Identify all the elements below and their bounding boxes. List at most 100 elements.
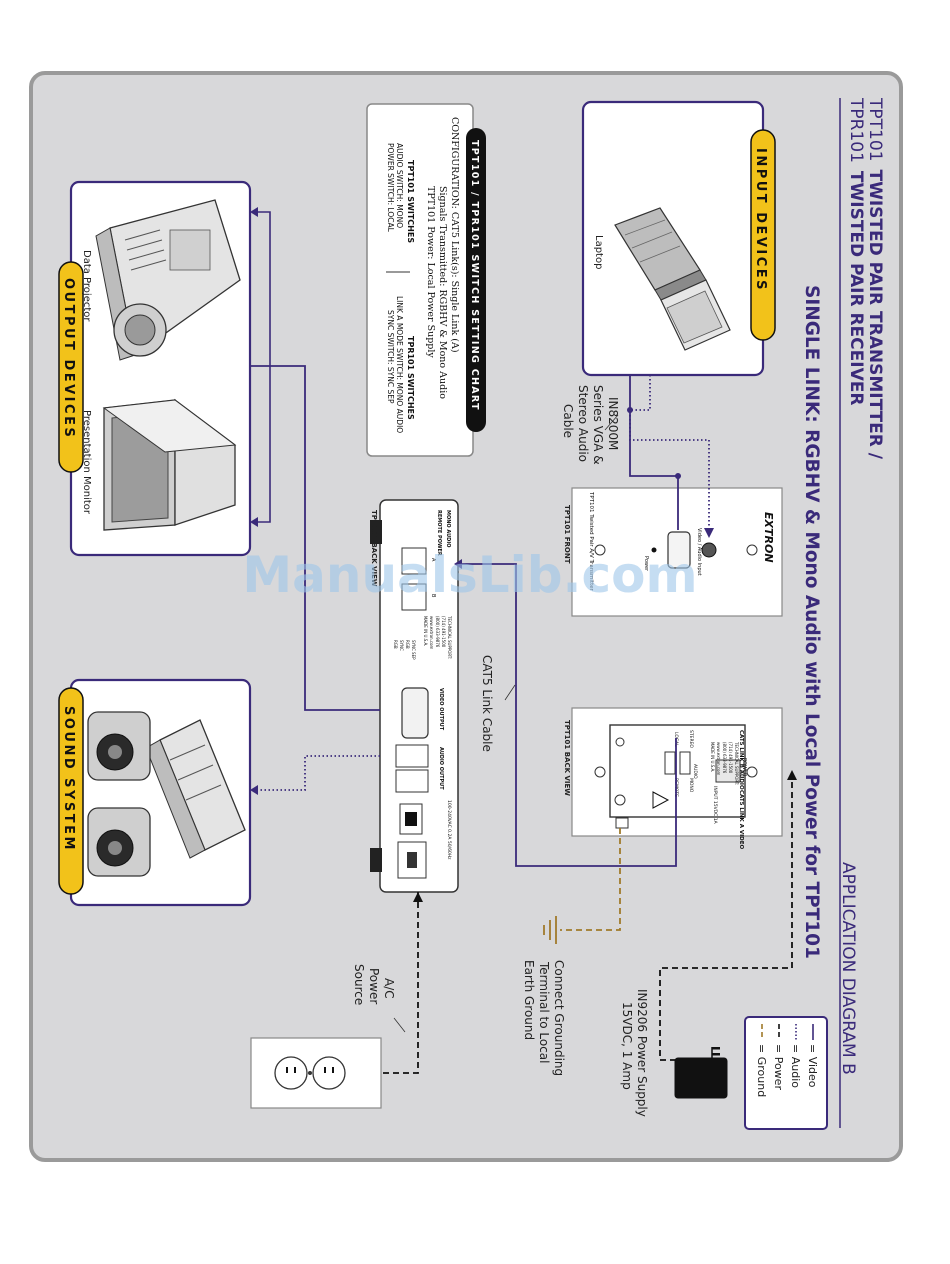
power-supply-cable bbox=[659, 772, 793, 1061]
power-supply-line-2: 15VDC, 1 Amp bbox=[620, 1002, 634, 1090]
tpt101-back-stereo: STEREO bbox=[688, 730, 694, 748]
svg-text:www.extron.com: www.extron.com bbox=[429, 616, 434, 650]
speaker-left-icon bbox=[87, 711, 151, 781]
callout-leader bbox=[393, 1017, 406, 1033]
plate-screw-icon bbox=[594, 766, 606, 778]
tpt101-back-view-label: TPT101 BACK VIEW bbox=[563, 720, 571, 796]
legend-ground-label: = Ground bbox=[755, 1044, 768, 1097]
output-devices-badge bbox=[58, 261, 84, 473]
audio-switch bbox=[679, 751, 691, 775]
chart-tpr-line-2: SYNC SWITCH: SYNC SEP bbox=[386, 310, 395, 404]
callout-leader bbox=[604, 414, 619, 431]
arrow-icon bbox=[250, 785, 258, 795]
presentation-monitor-label: Presentation Monitor bbox=[81, 410, 92, 515]
tpr101-mono-audio: MONO AUDIO bbox=[445, 510, 451, 547]
power-connector bbox=[715, 759, 741, 783]
ac-power-cable bbox=[382, 892, 419, 1074]
watermark: ManualsLib.com bbox=[242, 546, 697, 604]
sound-system-label: SOUND SYSTEM bbox=[61, 706, 76, 852]
wall-outlet-icon bbox=[250, 1037, 382, 1109]
power-switch bbox=[664, 751, 676, 775]
cat5-label: CAT5 Link Cable bbox=[480, 655, 494, 752]
chart-config-line-1: CONFIGURATION: CAT5 Link(s): Single Link… bbox=[449, 117, 460, 353]
ac-source-line-1: A/C bbox=[382, 978, 396, 999]
grounding-line-1: Connect Grounding bbox=[552, 960, 566, 1076]
tpt101-front-power-label: Power bbox=[643, 556, 649, 572]
svg-text:SYNC: SYNC bbox=[399, 640, 404, 651]
power-supply-icon bbox=[674, 1047, 728, 1099]
tpr101-audio-output-label: AUDIO OUTPUT bbox=[438, 747, 444, 790]
vga-cable bbox=[629, 375, 679, 530]
monitor-icon bbox=[102, 398, 237, 531]
chart-tpt-line-1: AUDIO SWITCH: MONO bbox=[395, 143, 404, 228]
module-screw-icon bbox=[615, 737, 625, 747]
tpt101-back-cat5b: CAT5 LINK B AUDIO bbox=[738, 730, 744, 790]
header-line-2: TPR101TWISTED PAIR RECEIVER bbox=[846, 97, 866, 405]
cables bbox=[250, 207, 797, 1074]
legend-video-label: = Video bbox=[806, 1044, 819, 1088]
tpt101-back-input-rating: INPUT 15VDC 1A bbox=[712, 786, 718, 825]
tpr101-sync-switches: SYNC SEP RGB SYNC RGB bbox=[393, 640, 416, 660]
sound-system-badge bbox=[58, 687, 84, 895]
projector-feed bbox=[258, 211, 271, 366]
rj45-port-b bbox=[401, 583, 427, 611]
ground-symbol-icon bbox=[543, 916, 557, 944]
legend-audio-label: = Audio bbox=[789, 1044, 802, 1088]
tpt101-back: CAT5 LINK B AUDIO CAT5 LINK A VIDEO POWE… bbox=[563, 707, 783, 849]
svg-text:www.extron.com: www.extron.com bbox=[716, 742, 721, 776]
chart-title: TPT101 / TPR101 SWITCH SETTING CHART bbox=[469, 140, 480, 411]
rocker-icon bbox=[405, 812, 417, 826]
tpr101-support: TECHNICAL SUPPORT: (714) 491-1500 (800) … bbox=[423, 615, 452, 659]
tpt101-back-power: POWER bbox=[741, 758, 747, 777]
plate-screw-icon bbox=[746, 766, 758, 778]
diagram-title: APPLICATION DIAGRAM B bbox=[838, 862, 858, 1075]
legend: = Video = Audio = Power = Ground bbox=[744, 1016, 828, 1130]
ac-source-line-3: Source bbox=[352, 964, 366, 1005]
tpt101-front-input-label: Video / Audio Input bbox=[696, 528, 702, 576]
tpt101-back-audio: AUDIO bbox=[692, 764, 698, 779]
ground-terminal-icon bbox=[614, 794, 626, 806]
cable-junction bbox=[675, 473, 681, 479]
tpt101-back-mono: MONO bbox=[688, 778, 694, 793]
input-devices-panel: INPUT DEVICES Laptop bbox=[581, 100, 776, 377]
tpr101-foot bbox=[370, 848, 382, 872]
chart-tpr-heading: TPR101 SWITCHES bbox=[406, 336, 415, 420]
svg-text:(714) 491-1500: (714) 491-1500 bbox=[441, 616, 446, 648]
svg-text:RGB: RGB bbox=[393, 640, 398, 649]
tpr101-port-b: B bbox=[430, 594, 436, 598]
chart-tpt-line-2: POWER SWITCH: LOCAL bbox=[386, 143, 395, 233]
warning-icon bbox=[652, 791, 670, 809]
vga-input-port bbox=[667, 531, 691, 569]
grounding-line-2: Terminal to Local bbox=[537, 961, 551, 1064]
tpt101-front-brand: EXTRON bbox=[762, 512, 775, 563]
monitor-feed bbox=[258, 366, 271, 523]
arrow-icon bbox=[250, 517, 258, 527]
arrow-icon bbox=[787, 770, 797, 780]
svg-text:(714) 491-1500: (714) 491-1500 bbox=[728, 742, 733, 774]
input-devices-label: INPUT DEVICES bbox=[753, 148, 768, 292]
header-line-1: TPT101TWISTED PAIR TRANSMITTER / bbox=[865, 97, 885, 460]
tpt101-front-view-label: TPT101 FRONT bbox=[563, 505, 571, 564]
tpr101-foot bbox=[370, 520, 382, 544]
svg-text:TECHNICAL SUPPORT:: TECHNICAL SUPPORT: bbox=[447, 615, 452, 659]
plate-screw-icon bbox=[746, 544, 758, 556]
cable-junction bbox=[627, 407, 633, 413]
svg-text:MADE IN U.S.A.: MADE IN U.S.A. bbox=[423, 616, 428, 646]
audio-terminal-block-1 bbox=[395, 744, 429, 768]
in8200m-line-4: Cable bbox=[561, 404, 575, 438]
output-devices-panel: OUTPUT DEVICES Data Projector Presentati… bbox=[58, 180, 252, 557]
speaker-right-icon bbox=[87, 807, 151, 877]
header-group: TPT101TWISTED PAIR TRANSMITTER / TPR101T… bbox=[801, 97, 885, 1128]
audio-cable bbox=[629, 375, 710, 536]
sound-system-panel: SOUND SYSTEM bbox=[58, 678, 252, 907]
grounding-line-3: Earth Ground bbox=[522, 960, 536, 1040]
projector-icon bbox=[95, 199, 241, 361]
arrow-icon bbox=[413, 892, 423, 902]
legend-box bbox=[744, 1016, 828, 1130]
chart-config-line-3: TPT101 Power: Local Power Supply bbox=[425, 186, 436, 358]
cable-labels: IN8200M Series VGA & Stereo Audio Cable … bbox=[352, 385, 649, 1117]
legend-power-label: = Power bbox=[772, 1044, 785, 1090]
in8200m-line-2: Series VGA & bbox=[591, 385, 605, 465]
chart-tpt-heading: TPT101 SWITCHES bbox=[406, 160, 415, 243]
svg-text:MADE IN U.S.A.: MADE IN U.S.A. bbox=[710, 742, 715, 772]
